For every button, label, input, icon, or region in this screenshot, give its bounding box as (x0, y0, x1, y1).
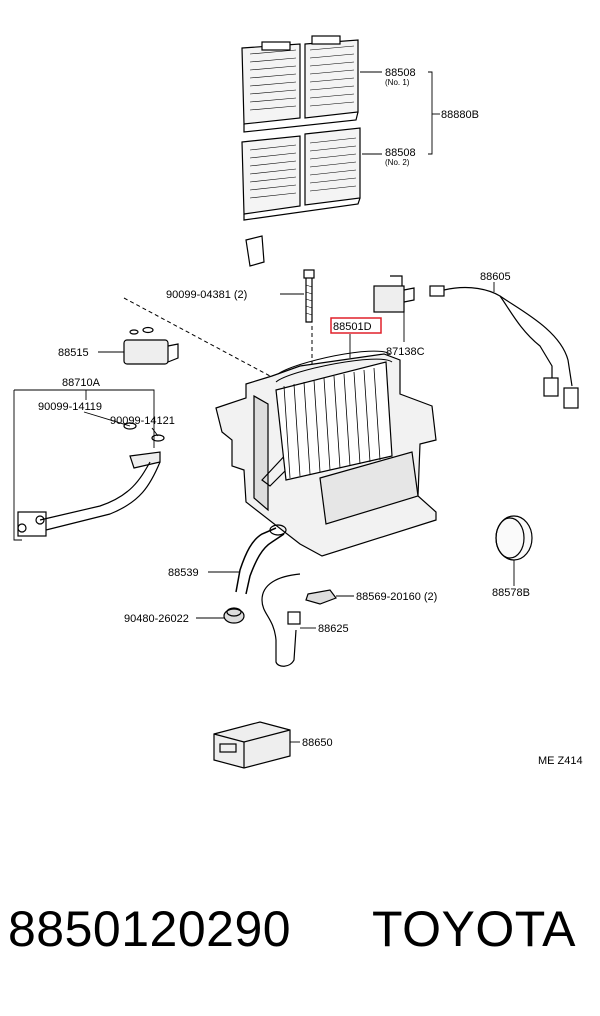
label-filter-no2: 88508 (385, 147, 416, 159)
clip-drawing (305, 589, 337, 605)
bracket-drawing (245, 235, 265, 267)
oring-2-drawing (151, 434, 165, 442)
figure-code: ME Z414 (538, 755, 583, 767)
seal-drawing (495, 515, 533, 561)
oring-1-drawing (123, 422, 137, 430)
label-drain-hose: 88539 (168, 567, 199, 579)
label-filter-no1-sub: (No. 1) (385, 78, 410, 87)
label-oring-1: 90099-14119 (38, 401, 102, 413)
bolt-drawing (303, 269, 315, 323)
label-evaporator: 88501D (333, 321, 372, 333)
label-filter-set: 88880B (441, 109, 479, 121)
drain-hose-drawing (235, 524, 287, 595)
brand-name: TOYOTA (372, 901, 576, 957)
label-bolt: 90099-04381 (2) (166, 289, 247, 301)
pipe-set-drawing (17, 451, 161, 537)
evaporator-drawing (275, 350, 393, 481)
filter-no2-drawing (241, 127, 361, 221)
part-number: 8850120290 (8, 901, 292, 957)
label-filter-no2-sub: (No. 2) (385, 158, 410, 167)
label-pipe-set: 88710A (62, 377, 101, 389)
label-seal: 88578B (492, 587, 530, 599)
label-grommet: 90480-26022 (124, 613, 189, 625)
sensor-drawing (261, 573, 301, 667)
filter-no1-drawing (241, 35, 359, 133)
label-thermistor: 87138C (386, 346, 425, 358)
label-harness: 88605 (480, 271, 511, 283)
thermistor-drawing (373, 275, 415, 313)
label-oring-2: 90099-14121 (110, 415, 175, 427)
label-amplifier: 88650 (302, 737, 333, 749)
valve-drawing (123, 326, 179, 365)
harness-drawing (429, 285, 579, 409)
footer: 8850120290 TOYOTA (0, 900, 600, 980)
amplifier-drawing (213, 721, 291, 769)
highlight-box (330, 317, 382, 334)
label-valve: 88515 (58, 347, 89, 359)
grommet-drawing (223, 607, 245, 624)
parts-diagram: 88508 (No. 1) 88508 (No. 2) 88880B 90099… (13, 35, 583, 769)
label-clip: 88569-20160 (2) (356, 591, 437, 603)
label-sensor: 88625 (318, 623, 349, 635)
label-filter-no1: 88508 (385, 67, 416, 79)
